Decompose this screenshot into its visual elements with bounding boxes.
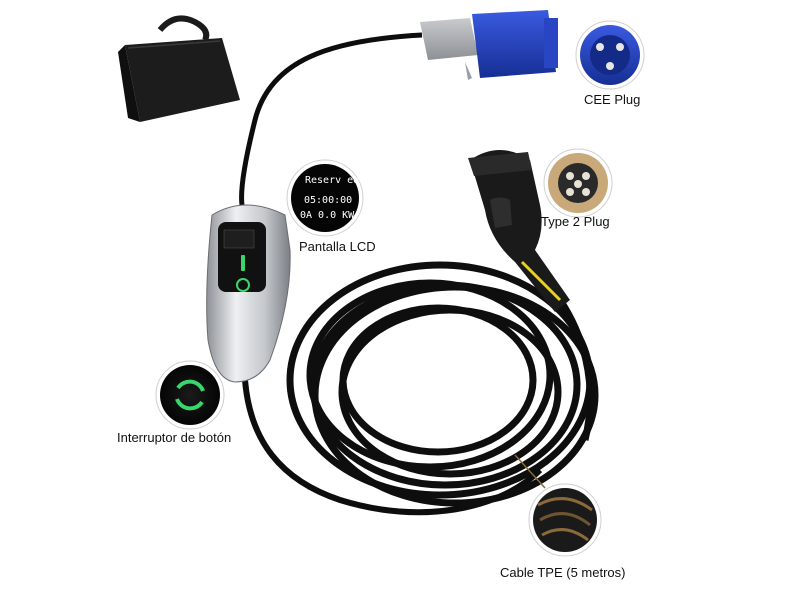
lcd-line-2: 05:00:00 — [304, 195, 352, 206]
carry-bag — [118, 15, 240, 122]
cee-plug-zoom — [575, 20, 645, 90]
type2-plug-label: Type 2 Plug — [541, 214, 610, 229]
cee-plug-label: CEE Plug — [584, 92, 641, 107]
cable-coil — [286, 261, 599, 507]
type2-handle — [468, 150, 570, 312]
control-box — [206, 204, 291, 383]
button-zoom — [155, 360, 225, 430]
handle-cable — [557, 298, 594, 441]
button-label: Interruptor de botón — [117, 430, 232, 445]
type2-plug-zoom — [543, 148, 613, 218]
lcd-line-3: 0A 0.0 KW — [300, 210, 355, 221]
lcd-zoom: Reserv ed 05:00:00 0A 0.0 KW — [286, 159, 364, 237]
cable-label: Cable TPE (5 metros) — [500, 565, 626, 580]
cee-plug-body — [420, 10, 558, 80]
power-arc-icon — [176, 379, 205, 392]
lcd-label: Pantalla LCD — [299, 239, 376, 254]
cable-zoom — [514, 454, 602, 557]
lcd-line-1: Reserv ed — [305, 175, 359, 186]
upper-cable — [239, 32, 423, 206]
